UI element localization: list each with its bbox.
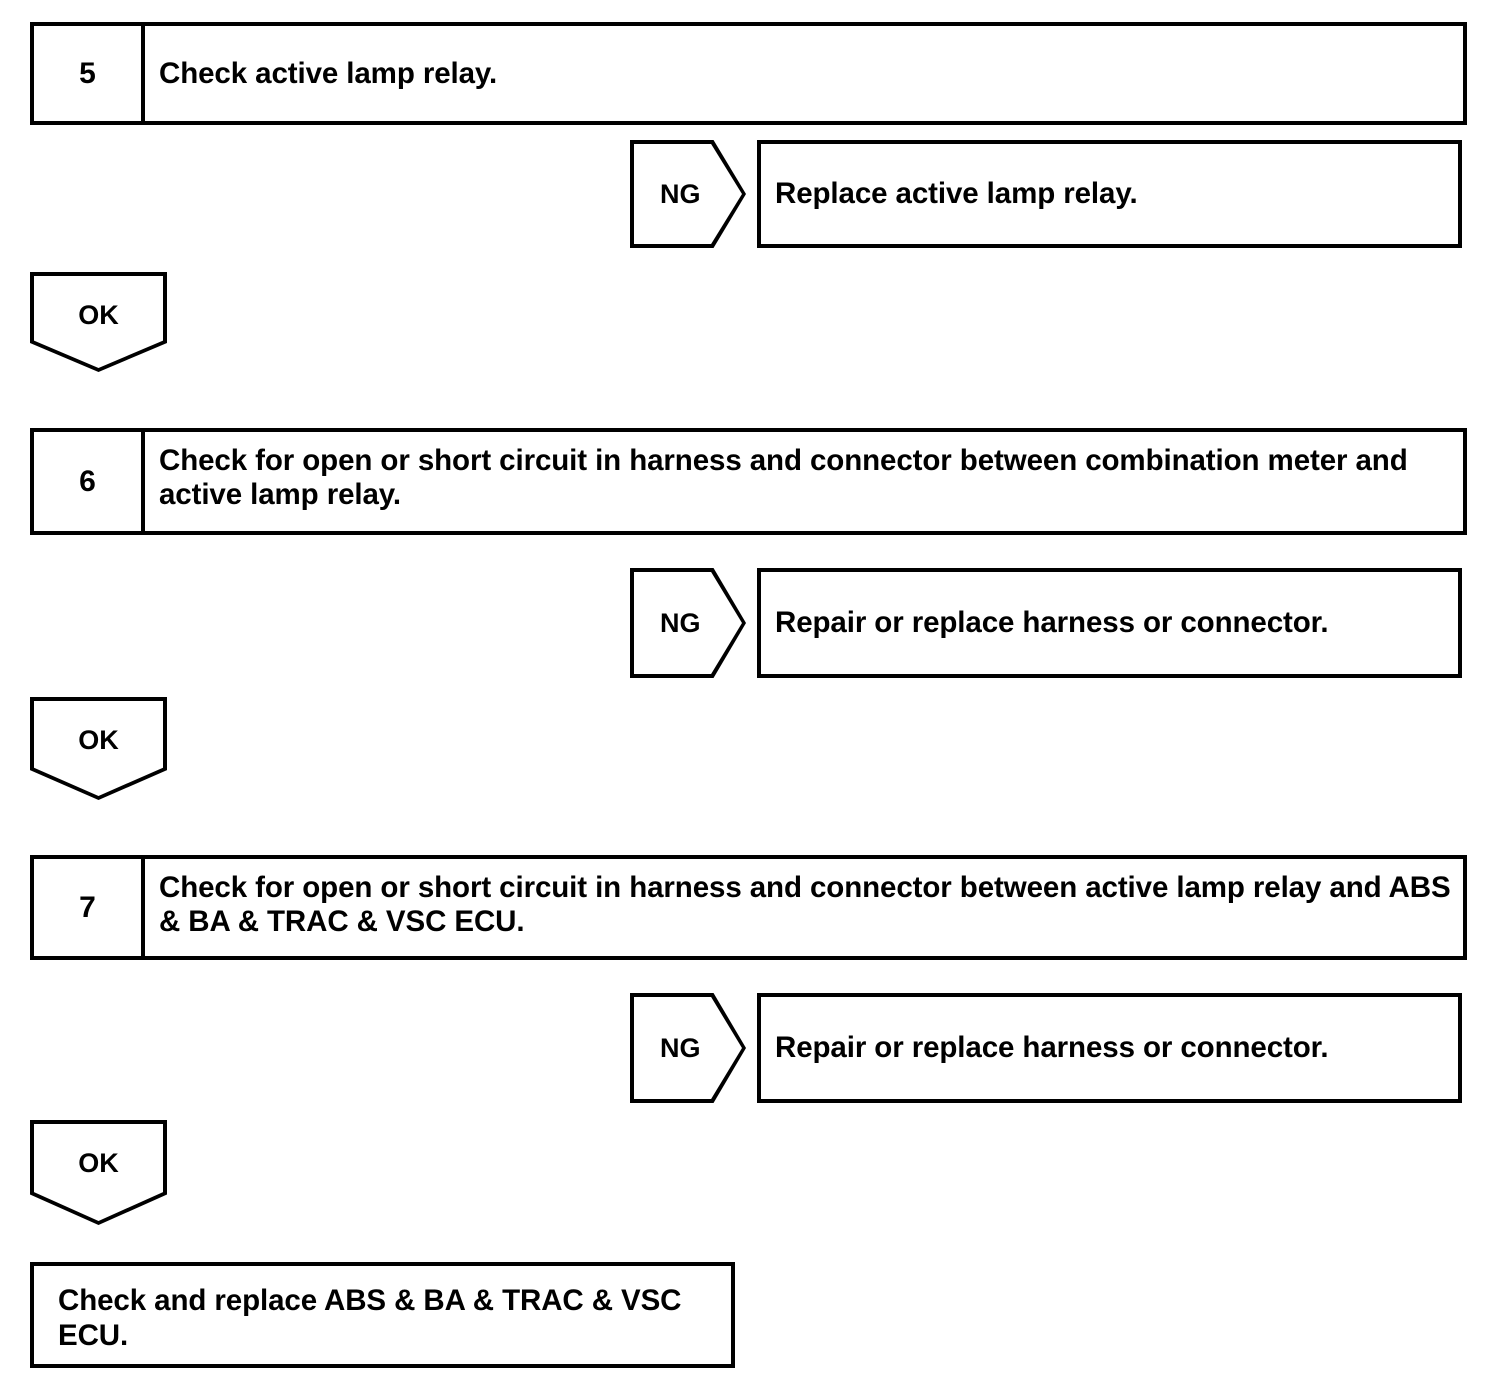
step-text-6: Check for open or short circuit in harne… bbox=[159, 444, 1408, 511]
step-text-5: Check active lamp relay. bbox=[159, 56, 498, 90]
ok-label-5: OK bbox=[78, 300, 119, 330]
ng-result-box-5: Replace active lamp relay. bbox=[757, 140, 1462, 248]
ng-arrow-5: NG bbox=[630, 140, 746, 248]
ok-arrow-6: OK bbox=[30, 697, 167, 800]
step-box-7: 7 Check for open or short circuit in har… bbox=[30, 855, 1467, 960]
step-text-7: Check for open or short circuit in harne… bbox=[159, 871, 1451, 938]
step-box-5: 5 Check active lamp relay. bbox=[30, 22, 1467, 125]
ok-label-6: OK bbox=[78, 725, 119, 755]
ng-result-box-7: Repair or replace harness or connector. bbox=[757, 993, 1462, 1103]
ng-label-6: NG bbox=[660, 607, 701, 638]
ng-arrow-7: NG bbox=[630, 993, 746, 1103]
ng-result-box-6: Repair or replace harness or connector. bbox=[757, 568, 1462, 678]
ng-label-5: NG bbox=[660, 178, 701, 209]
ng-arrow-6: NG bbox=[630, 568, 746, 678]
final-action-box: Check and replace ABS & BA & TRAC & VSC … bbox=[30, 1262, 735, 1368]
step-number-6: 6 bbox=[34, 432, 145, 531]
ok-arrow-5: OK bbox=[30, 272, 167, 372]
step-box-6: 6 Check for open or short circuit in har… bbox=[30, 428, 1467, 535]
step-number-7: 7 bbox=[34, 859, 145, 956]
ng-label-7: NG bbox=[660, 1032, 701, 1063]
step-number-5: 5 bbox=[34, 26, 145, 121]
ok-arrow-7: OK bbox=[30, 1120, 167, 1225]
ok-label-7: OK bbox=[78, 1148, 119, 1178]
